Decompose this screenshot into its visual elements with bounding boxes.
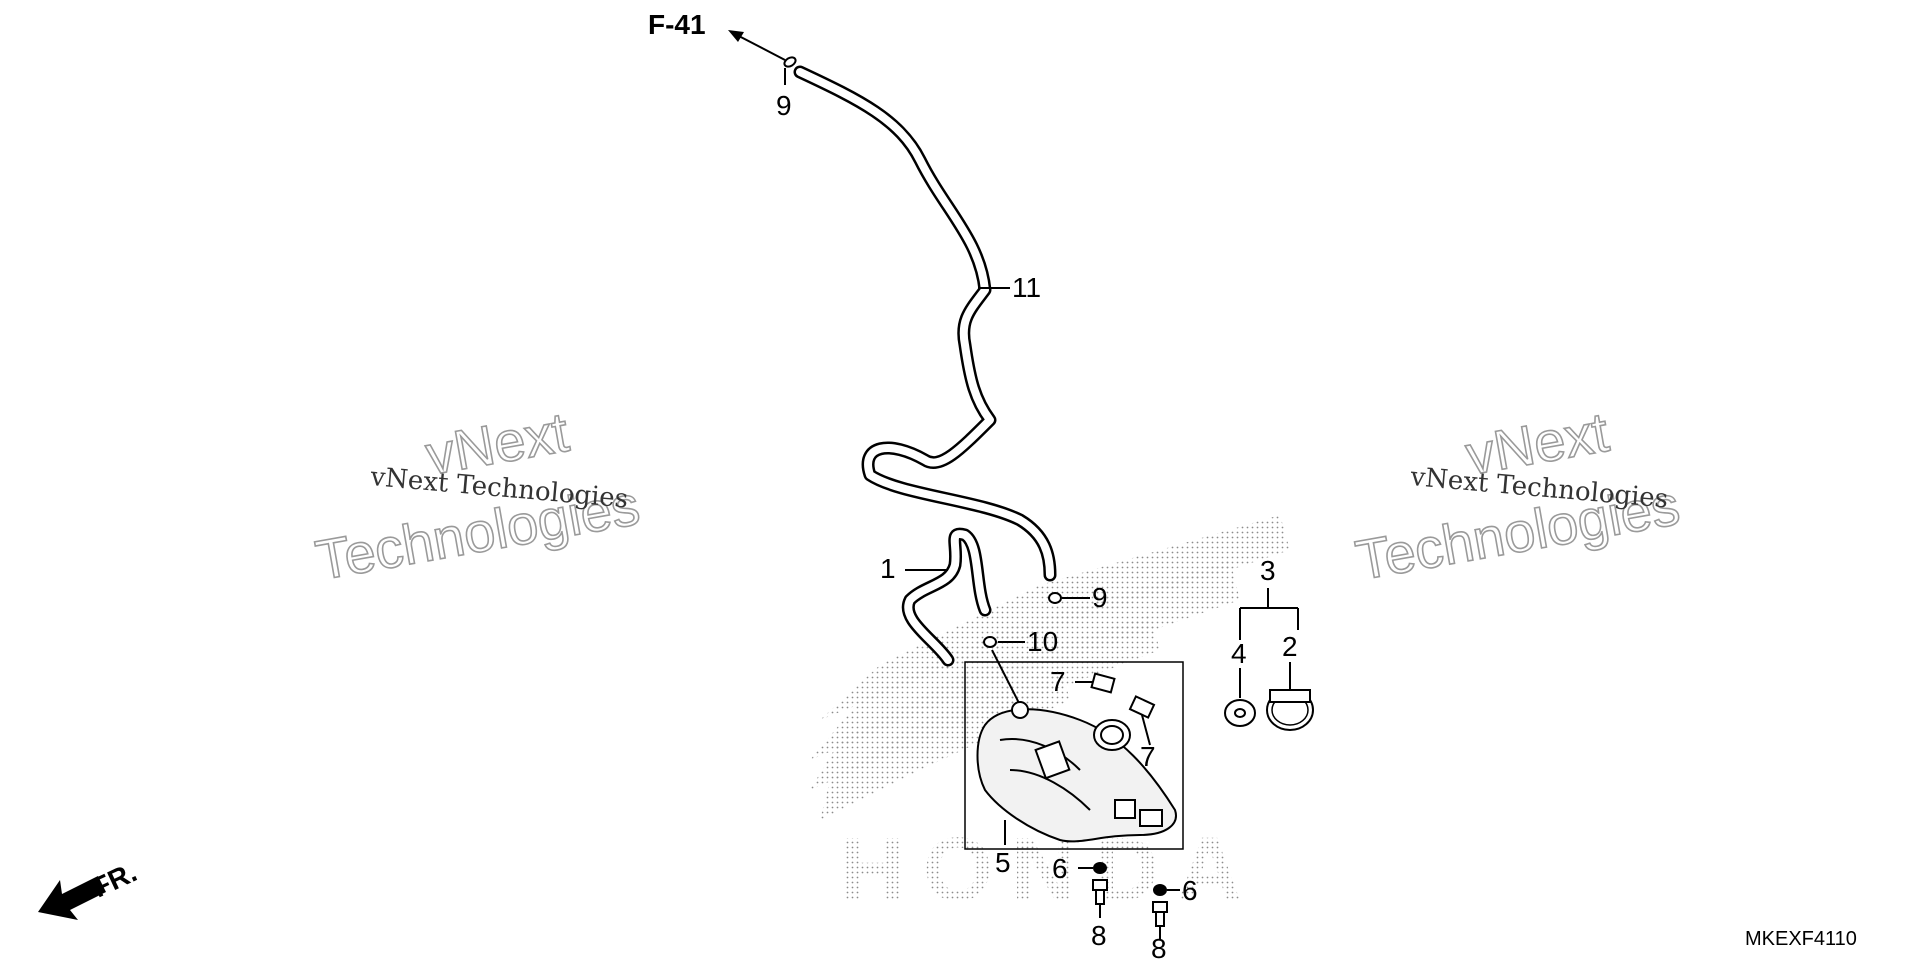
- leader-7b: [1141, 714, 1151, 746]
- callout-5: 5: [995, 847, 1011, 878]
- callout-10: 10: [1027, 626, 1058, 657]
- breather-tube: [793, 65, 1057, 582]
- callout-7-lower: 7: [1140, 741, 1156, 772]
- honda-wing-logo: [810, 515, 1290, 820]
- filler-neck-inner: [1100, 725, 1124, 745]
- watermark-left: vNext Technologies vNext Technologies: [310, 399, 644, 593]
- callout-4: 4: [1231, 638, 1247, 669]
- callout-9-lower: 9: [1092, 582, 1108, 613]
- reservoir-frame: [964, 661, 1184, 850]
- callout-6-right: 6: [1182, 875, 1198, 906]
- callout-7-upper: 7: [1050, 666, 1066, 697]
- rubber-mount-7a: [1090, 672, 1116, 694]
- bolt-8b: [1152, 901, 1168, 927]
- reference-arrow-head: [728, 30, 744, 42]
- honda-logo-text: HONDA: [840, 820, 1260, 920]
- leader-hose-to-tank: [991, 649, 1021, 706]
- bolt-8a: [1092, 879, 1108, 905]
- watermark-right: vNext Technologies vNext Technologies: [1350, 399, 1684, 593]
- washer-hole: [1234, 708, 1246, 718]
- callout-9-top: 9: [776, 90, 792, 121]
- rubber-mount-7b: [1128, 695, 1156, 719]
- clip-10: [983, 636, 997, 648]
- callout-3: 3: [1260, 555, 1276, 586]
- tube-1: [901, 527, 992, 667]
- callout-1: 1: [880, 553, 896, 584]
- callout-2: 2: [1282, 631, 1298, 662]
- drawing-code: MKEXF4110: [1745, 928, 1857, 950]
- grommet-6b: [1153, 884, 1167, 896]
- clip-9-top: [783, 56, 797, 68]
- reference-label: F-41: [648, 9, 706, 40]
- front-direction-arrow-icon: [38, 876, 106, 920]
- reservoir-cap: [1266, 689, 1314, 731]
- reservoir-tank: [976, 708, 1177, 843]
- callout-11: 11: [1012, 272, 1041, 303]
- callout-8-left: 8: [1091, 920, 1107, 951]
- clip-9-lower: [1048, 592, 1062, 604]
- reference-arrow: [734, 33, 786, 61]
- leader-3-bracket: [1239, 588, 1299, 698]
- callout-8-right: 8: [1151, 933, 1167, 960]
- callout-6-left: 6: [1052, 853, 1068, 884]
- grommet-6a: [1093, 862, 1107, 874]
- tank-nipple: [1011, 701, 1029, 719]
